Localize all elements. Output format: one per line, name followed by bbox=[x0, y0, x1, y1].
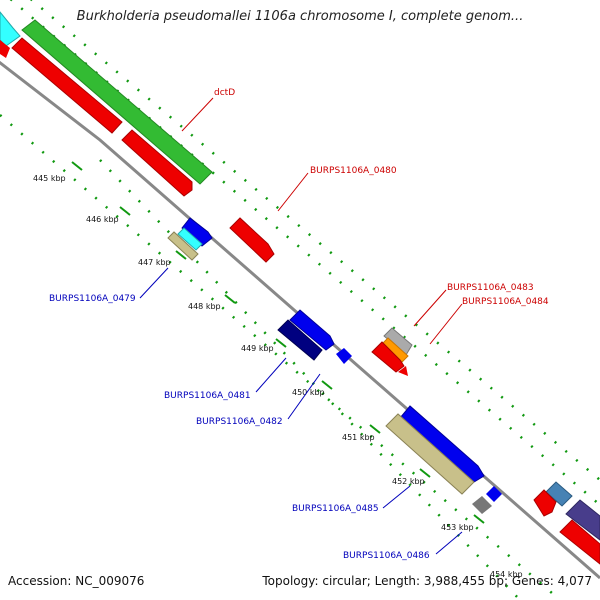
label-connectors bbox=[139, 97, 463, 555]
red-cds-0480 bbox=[229, 217, 275, 263]
green-feature bbox=[21, 19, 213, 185]
red-gene-right-2 bbox=[559, 519, 600, 565]
khaki-gene-0479 bbox=[167, 231, 199, 261]
tick-label-453: 453 kbp bbox=[441, 523, 474, 532]
red-gene-0484 bbox=[371, 341, 405, 373]
red-gene-0484-tip bbox=[398, 366, 408, 376]
label-burps0486: BURPS1106A_0486 bbox=[343, 551, 430, 561]
blue-gene-0486 bbox=[486, 486, 502, 502]
tick-label-450: 450 kbp bbox=[292, 388, 325, 397]
label-dctD: dctD bbox=[214, 88, 235, 98]
label-burps0485: BURPS1106A_0485 bbox=[292, 504, 379, 514]
guide-line-inner-1 bbox=[0, 114, 561, 600]
tick-label-451: 451 kbp bbox=[342, 433, 375, 442]
guide-line-outer-2 bbox=[29, 0, 600, 481]
navy-gene-0481 bbox=[277, 319, 323, 361]
blue-gene-0482 bbox=[336, 348, 352, 364]
red-cds-0480-a bbox=[121, 129, 193, 197]
topology-summary: Topology: circular; Length: 3,988,455 bp… bbox=[262, 574, 592, 588]
map-title: Burkholderia pseudomallei 1106a chromoso… bbox=[76, 9, 524, 24]
blue-gene-0481 bbox=[289, 309, 335, 351]
red-cds-left bbox=[0, 40, 10, 58]
features-inner[interactable] bbox=[167, 217, 502, 514]
label-burps0481: BURPS1106A_0481 bbox=[164, 391, 251, 401]
features-outer[interactable] bbox=[0, 11, 600, 565]
red-cds-dctD bbox=[11, 37, 123, 134]
khaki-gene-0485 bbox=[385, 413, 475, 495]
label-burps0480: BURPS1106A_0480 bbox=[310, 166, 397, 176]
tick-labels: 445 kbp 446 kbp 447 kbp 448 kbp 449 kbp … bbox=[33, 174, 523, 579]
label-burps0484: BURPS1106A_0484 bbox=[462, 297, 549, 307]
tick-label-445: 445 kbp bbox=[33, 174, 66, 183]
tick-label-449: 449 kbp bbox=[241, 344, 274, 353]
guide-line-inner-2 bbox=[99, 159, 521, 600]
red-gene-right bbox=[533, 489, 557, 517]
cyan-feature-outer bbox=[0, 11, 21, 47]
cyan-gene-0479 bbox=[177, 227, 203, 251]
label-burps0482: BURPS1106A_0482 bbox=[196, 417, 283, 427]
steelblue-gene bbox=[545, 481, 573, 507]
ticks bbox=[71, 161, 485, 524]
accession-text: Accession: NC_009076 bbox=[8, 574, 145, 588]
gray-gene-0486 bbox=[472, 496, 492, 514]
tick-label-454: 454 kbp bbox=[490, 570, 523, 579]
label-burps0483: BURPS1106A_0483 bbox=[447, 283, 534, 293]
tick-label-452: 452 kbp bbox=[392, 477, 425, 486]
tick-label-446: 446 kbp bbox=[86, 215, 119, 224]
tick-label-448: 448 kbp bbox=[188, 302, 221, 311]
tick-label-447: 447 kbp bbox=[138, 258, 171, 267]
label-burps0479: BURPS1106A_0479 bbox=[49, 294, 136, 304]
guide-line-outer-1 bbox=[9, 0, 600, 506]
gene-labels[interactable]: dctD BURPS1106A_0480 BURPS1106A_0483 BUR… bbox=[49, 88, 549, 561]
slate-gene-right bbox=[565, 499, 600, 541]
